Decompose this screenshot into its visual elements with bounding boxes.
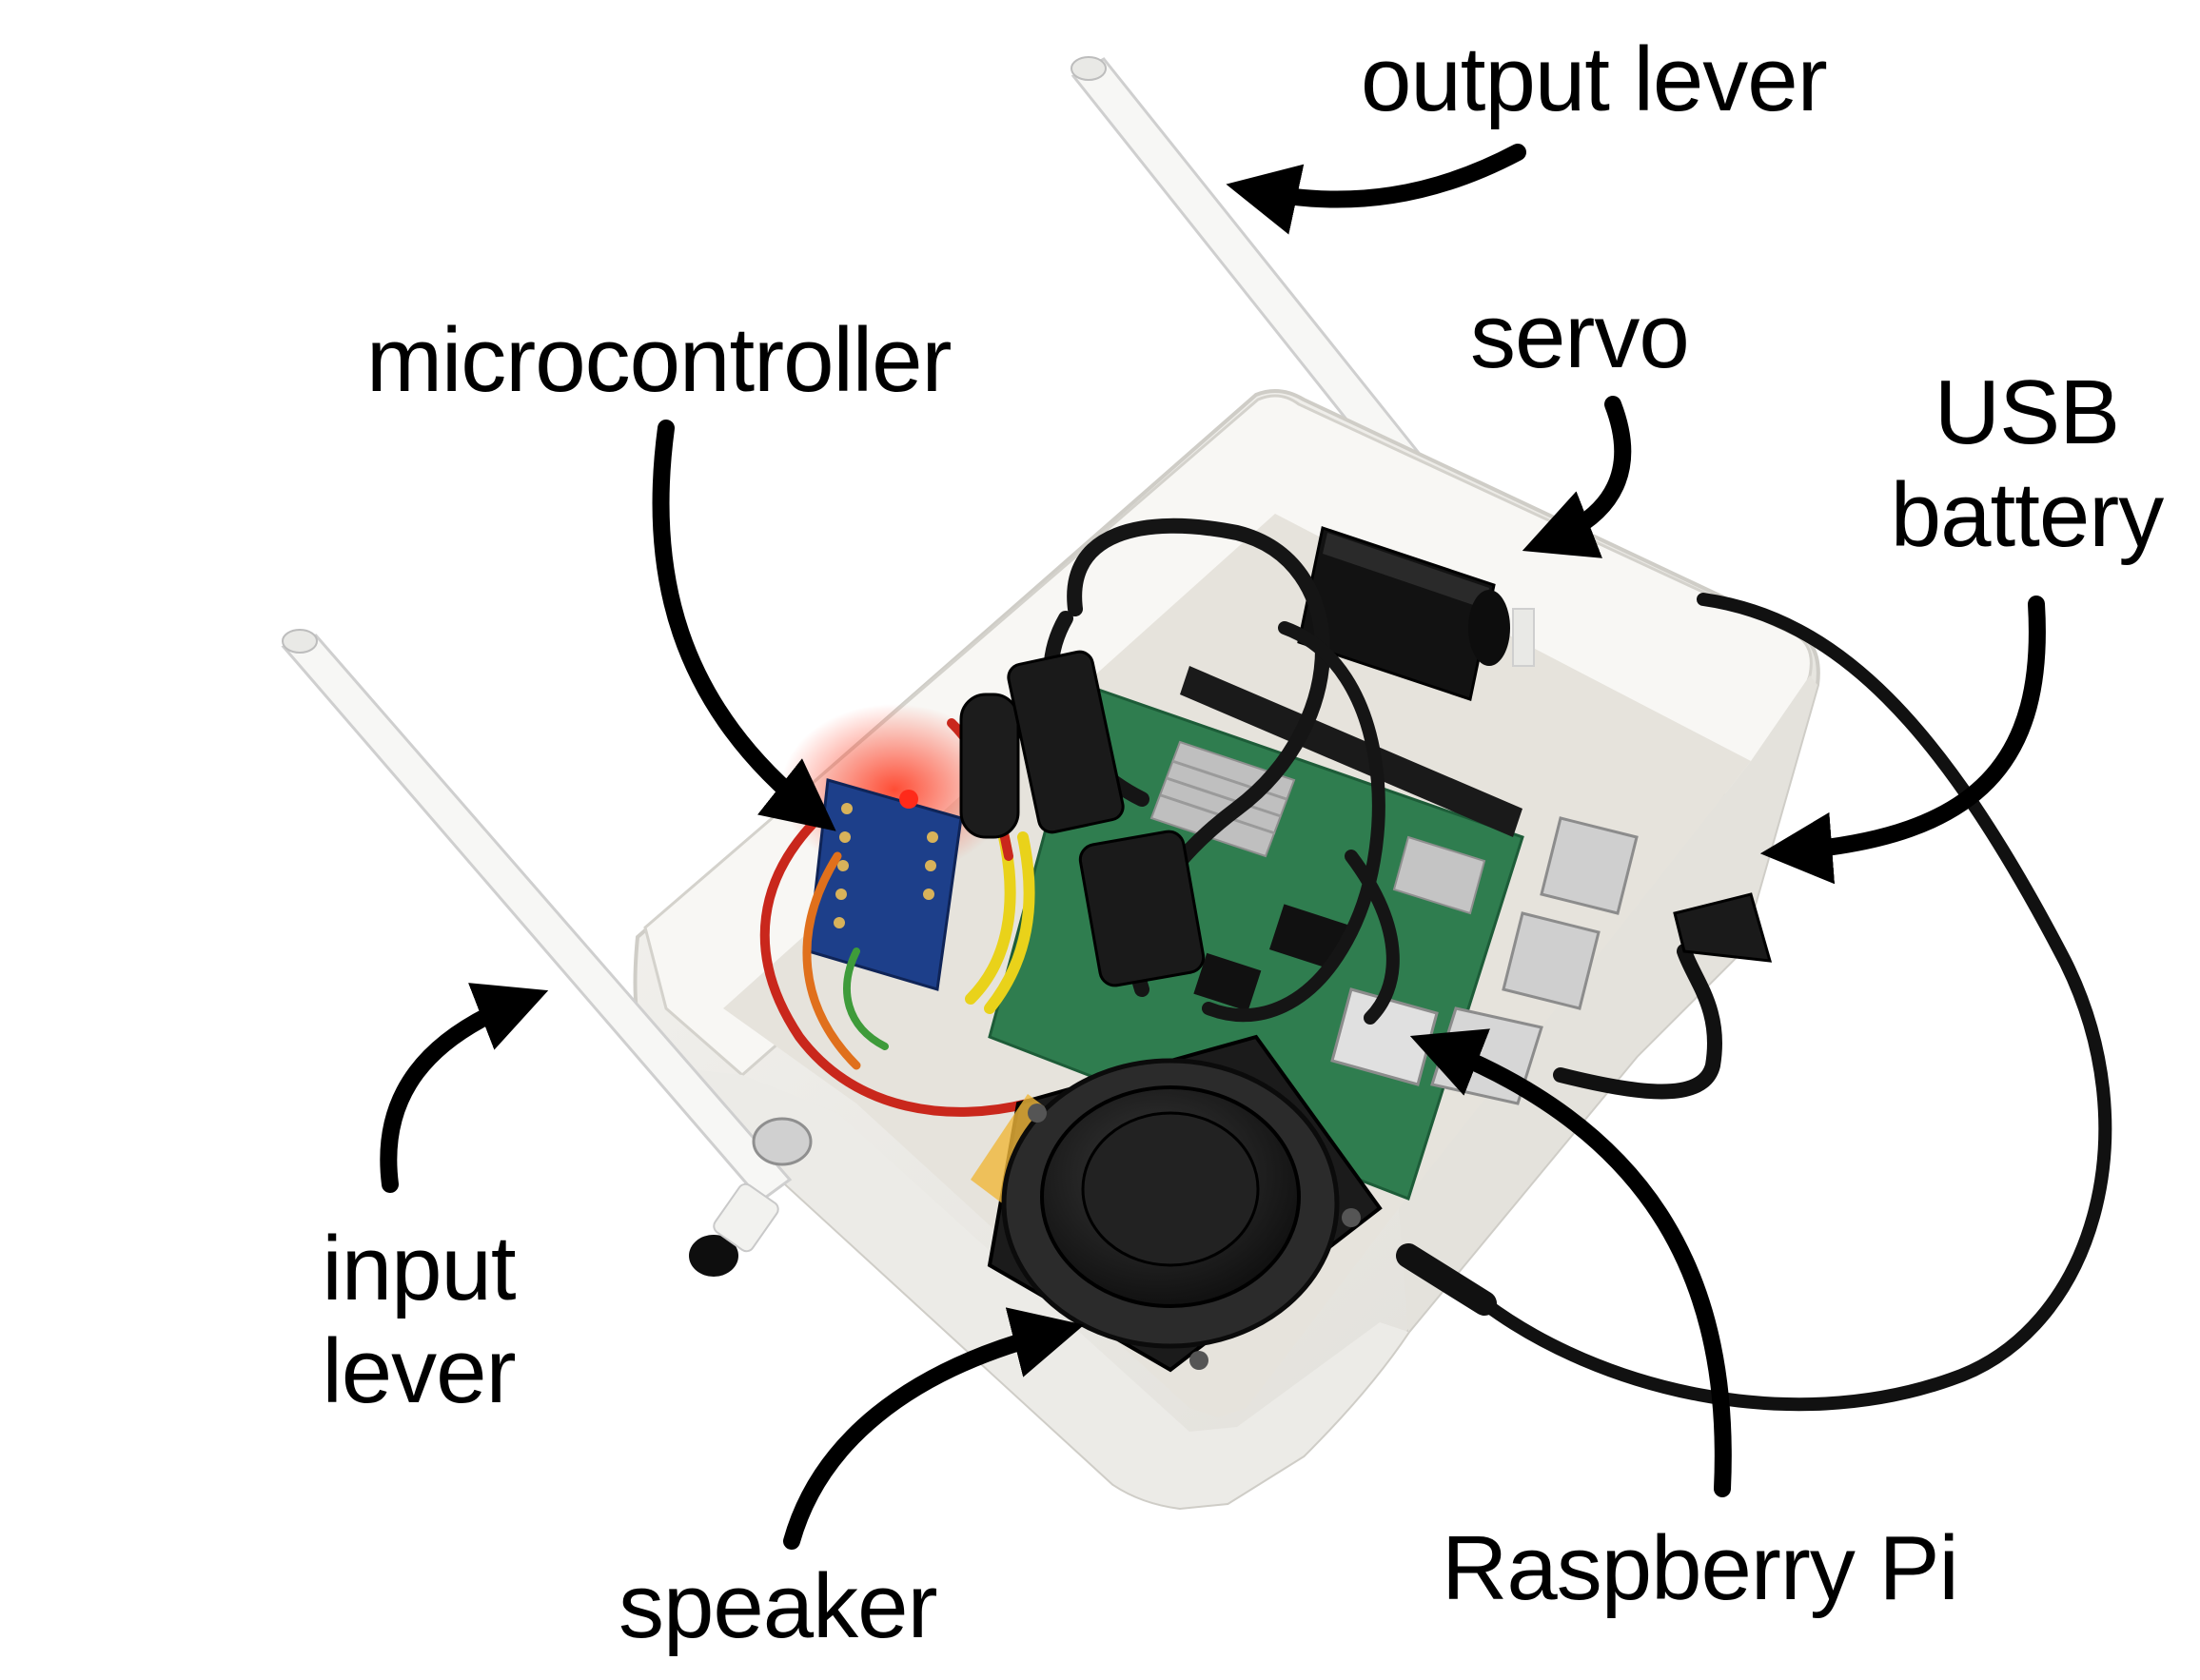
usb-battery-cable [1396, 593, 2112, 1412]
label-usb-battery: USB battery [1827, 361, 2200, 566]
input-lever [281, 629, 813, 1277]
label-input-lever: input lever [238, 1218, 599, 1422]
arrow-servo [1522, 396, 1632, 558]
arrow-output-lever [1226, 144, 1526, 235]
label-input-lever-line1: input [322, 1218, 516, 1319]
arrow-raspberry-pi [1409, 1028, 1732, 1497]
label-servo: servo [1470, 285, 1690, 387]
arrow-usb-battery [1759, 596, 2046, 885]
label-speaker: speaker [619, 1555, 938, 1657]
label-microcontroller: microcontroller [366, 309, 952, 411]
arrow-input-lever [380, 983, 549, 1193]
microcontroller [780, 704, 1009, 991]
annotation-arrows [380, 144, 2046, 1550]
arrow-microcontroller [652, 420, 836, 831]
label-raspberry-pi: Raspberry Pi [1442, 1517, 1959, 1619]
label-output-lever: output lever [1361, 29, 1828, 130]
label-input-lever-line2: lever [322, 1319, 516, 1422]
black-cables [959, 518, 1400, 1025]
speaker [971, 1034, 1383, 1373]
arrow-speaker [783, 1307, 1085, 1550]
label-usb-battery-line1: USB [1934, 361, 2120, 463]
servo [1297, 526, 1535, 701]
label-usb-battery-line2: battery [1890, 463, 2164, 566]
